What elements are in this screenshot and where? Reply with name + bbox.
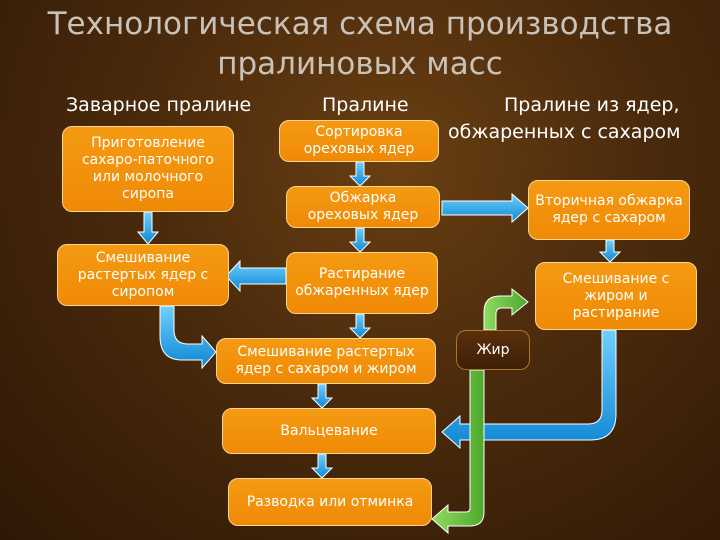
column-header-zavarnoe: Заварное пралине xyxy=(66,94,252,116)
arrow-mix-syrup-curve xyxy=(159,305,217,370)
step-roast: Обжарка ореховых ядер xyxy=(286,186,440,228)
arrow-grind-to-mix-syrup xyxy=(225,259,287,293)
step-second-roast: Вторичная обжарка ядер с сахаром xyxy=(528,180,690,240)
step-rolling: Вальцевание xyxy=(222,408,436,454)
step-mix-fat-grind: Смешивание с жиром и растирание xyxy=(535,262,697,330)
arrow-grind-to-mix-sugar-fat xyxy=(348,313,372,339)
arrow-fat-to-forming xyxy=(431,369,485,535)
column-header-sugar-line1: Пралине из ядер, xyxy=(504,94,680,116)
arrow-roast-to-second-roast xyxy=(441,192,529,224)
column-header-praline: Пралине xyxy=(322,94,409,116)
step-mix-sugar-fat-label: Смешивание растертых ядер с сахаром и жи… xyxy=(235,344,417,377)
step-second-roast-label: Вторичная обжарка ядер с сахаром xyxy=(535,193,683,226)
input-fat: Жир xyxy=(456,330,530,370)
step-forming: Разводка или отминка xyxy=(228,478,432,526)
step-mix-fat-grind-label: Смешивание с жиром и растирание xyxy=(562,270,670,321)
step-forming-label: Разводка или отминка xyxy=(246,493,414,510)
step-mix-syrup: Смешивание растертых ядер с сиропом xyxy=(57,244,229,306)
step-grind-label: Растирание обжаренных ядер xyxy=(295,266,429,299)
arrow-sort-to-roast xyxy=(348,161,372,187)
arrow-rolling-to-forming xyxy=(310,453,334,479)
step-mix-syrup-label: Смешивание растертых ядер с сиропом xyxy=(77,249,209,300)
arrow-syrup-to-mix xyxy=(136,211,160,245)
arrow-fat-to-mix-fat xyxy=(483,287,529,331)
step-syrup: Приготовление сахаро-паточного или молоч… xyxy=(62,126,234,212)
arrow-mix-fat-to-rolling xyxy=(441,329,617,450)
arrow-second-roast-to-mix-fat xyxy=(598,239,622,263)
step-grind: Растирание обжаренных ядер xyxy=(286,252,438,314)
step-mix-sugar-fat: Смешивание растертых ядер с сахаром и жи… xyxy=(216,338,436,384)
step-sort-label: Сортировка ореховых ядер xyxy=(303,124,415,157)
step-roast-label: Обжарка ореховых ядер xyxy=(307,190,419,223)
step-sort: Сортировка ореховых ядер xyxy=(279,120,439,162)
step-syrup-label: Приготовление сахаро-паточного или молоч… xyxy=(81,135,214,202)
column-header-sugar-line2: обжаренных с сахаром xyxy=(448,121,681,143)
arrow-mix-to-rolling xyxy=(310,383,334,409)
input-fat-label: Жир xyxy=(476,341,510,358)
arrow-roast-to-grind xyxy=(348,227,372,253)
slide-title: Технологическая схема производства прали… xyxy=(47,6,673,82)
step-rolling-label: Вальцевание xyxy=(280,422,378,439)
